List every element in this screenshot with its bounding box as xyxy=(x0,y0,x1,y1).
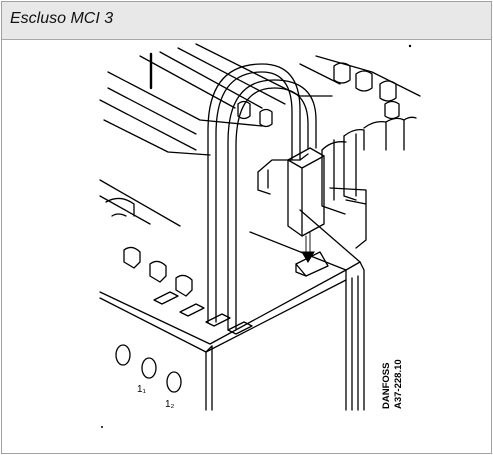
figure-header: Escluso MCI 3 xyxy=(2,2,491,40)
front-indicators xyxy=(101,344,182,428)
brand-label: DANFOSS xyxy=(381,363,392,409)
background-rails xyxy=(99,43,421,249)
jumper-wire xyxy=(207,63,325,331)
terminal-label-1: 1₁ xyxy=(137,384,147,395)
drawing-code: A37-228.10 xyxy=(393,359,404,409)
terminal-label-2: 1₂ xyxy=(165,399,175,410)
figure-title: Escluso MCI 3 xyxy=(10,10,114,27)
terminal-sockets xyxy=(123,246,329,335)
module-body xyxy=(99,179,365,411)
